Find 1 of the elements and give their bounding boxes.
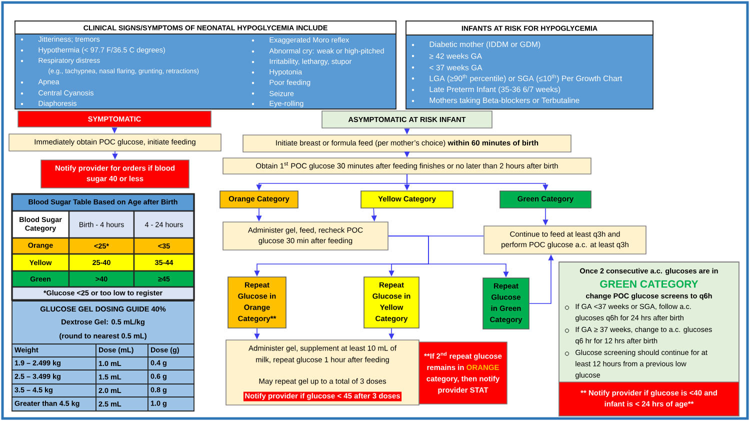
category-heading: GREEN CATEGORY bbox=[600, 280, 698, 288]
